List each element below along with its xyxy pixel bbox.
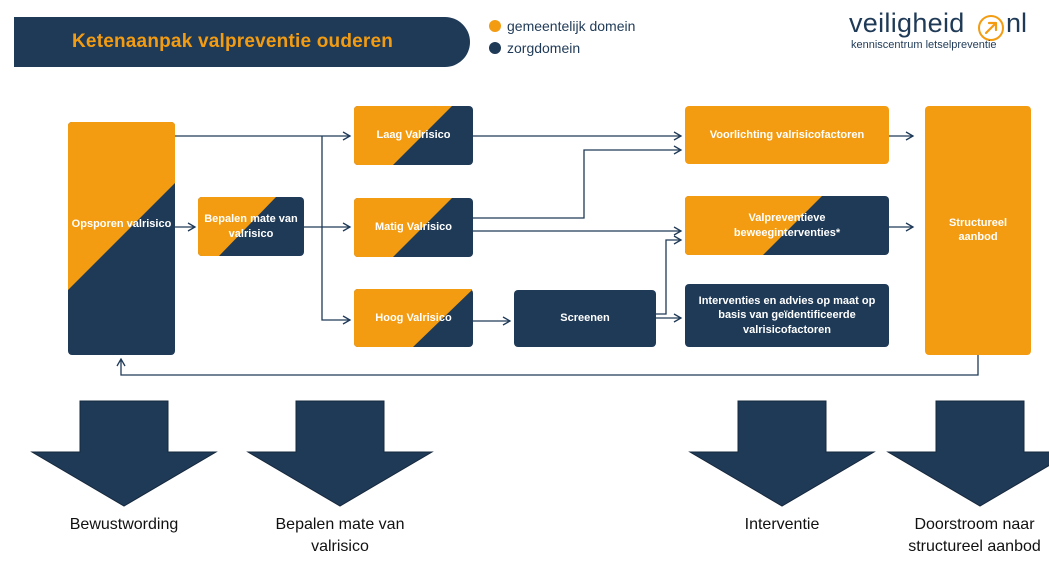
label-matig: Matig Valrisico bbox=[374, 221, 453, 234]
label-hoog: Hoog Valrisico bbox=[375, 311, 452, 324]
box-interventies bbox=[685, 284, 889, 347]
logo: veiligheid nl kenniscentrum letselpreven… bbox=[849, 6, 1039, 56]
phase-arrows bbox=[30, 400, 1049, 507]
title-banner: Ketenaanpak valpreventie ouderen bbox=[14, 17, 470, 67]
label-voorlichting: Voorlichting valrisicofactoren bbox=[709, 128, 865, 141]
phase-arrow-interventie bbox=[688, 400, 876, 507]
legend-item-zorg: zorgdomein bbox=[489, 40, 580, 56]
phase-arrow-bepalen bbox=[246, 400, 434, 507]
box-laag bbox=[354, 106, 473, 165]
legend-item-gemeentelijk: gemeentelijk domein bbox=[489, 18, 635, 34]
phase-label-bepalen: Bepalen mate van valrisico bbox=[275, 516, 405, 555]
box-structureel bbox=[925, 106, 1031, 355]
phase-label-interventie: Interventie bbox=[744, 516, 820, 533]
logo-subtitle: kenniscentrum letselpreventie bbox=[851, 39, 997, 51]
page-title: Ketenaanpak valpreventie ouderen bbox=[72, 31, 394, 52]
connector-lines bbox=[116, 131, 979, 376]
label-structureel: Structureel aanbod bbox=[948, 216, 1008, 243]
box-matig bbox=[354, 198, 473, 257]
phase-label-bewustwording: Bewustwording bbox=[69, 516, 179, 533]
label-valpreventieve: Valpreventieve beweeginterventies* bbox=[733, 212, 841, 239]
legend-dot-navy bbox=[489, 42, 501, 54]
box-screenen bbox=[514, 290, 656, 347]
box-valpreventieve bbox=[685, 196, 889, 255]
label-laag: Laag Valrisico bbox=[376, 129, 451, 142]
box-hoog bbox=[354, 289, 473, 347]
box-bepalen bbox=[198, 197, 304, 256]
box-voorlichting bbox=[685, 106, 889, 164]
phase-arrow-bewustwording bbox=[30, 400, 218, 507]
legend-label-zorg: zorgdomein bbox=[507, 40, 581, 56]
label-interventies: Interventies en advies op maat op basis … bbox=[698, 295, 876, 336]
logo-suffix: nl bbox=[1006, 8, 1028, 38]
phase-label-doorstroom: Doorstroom naar structureel aanbod bbox=[908, 516, 1041, 555]
label-screenen: Screenen bbox=[560, 312, 610, 325]
legend-dot-orange bbox=[489, 20, 501, 32]
legend-label-gemeentelijk: gemeentelijk domein bbox=[507, 18, 636, 34]
arrow-up-right-circle-icon bbox=[978, 15, 1004, 41]
label-bepalen: Bepalen mate van valrisico bbox=[204, 213, 298, 240]
label-opsporen: Opsporen valrisico bbox=[71, 217, 172, 230]
phase-arrow-doorstroom bbox=[886, 400, 1049, 507]
logo-word: veiligheid bbox=[849, 8, 965, 38]
box-opsporen bbox=[68, 122, 175, 355]
